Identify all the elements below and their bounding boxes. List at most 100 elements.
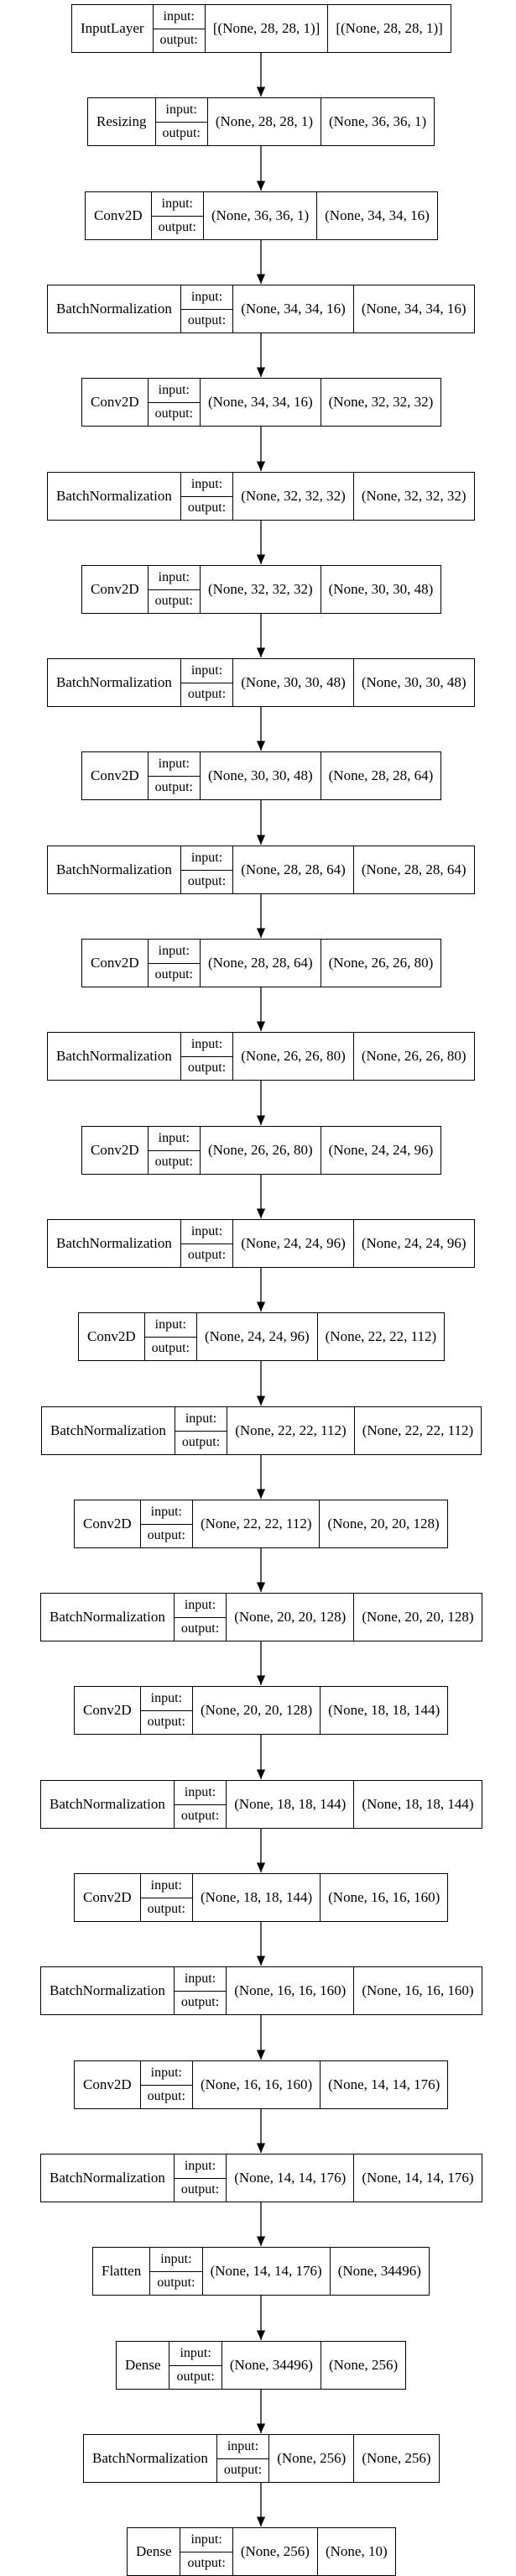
io-labels: input: output: <box>148 379 201 426</box>
io-labels: input:output: <box>180 846 234 893</box>
layer-type: BatchNormalization <box>48 473 181 520</box>
layer-type: Conv2D <box>75 2061 141 2108</box>
output-label: output: <box>181 1435 221 1450</box>
layer-type: BatchNormalization <box>41 1594 175 1641</box>
input-label: input: <box>216 2435 269 2459</box>
input-label: input: <box>174 2155 227 2179</box>
layer-type: Flatten <box>93 2248 151 2295</box>
input-label: input: <box>180 1033 233 1057</box>
output-shape: (None, 18, 18, 144) <box>362 1796 474 1812</box>
input-shape: (None, 28, 28, 64) <box>233 846 354 893</box>
io-labels: input:output: <box>180 1220 234 1267</box>
output-shape: (None, 30, 30, 48) <box>361 674 466 690</box>
input-label: input: <box>148 1127 200 1151</box>
input-label: input: <box>148 566 200 590</box>
input-label: input: <box>174 1594 227 1618</box>
input-shape: (None, 20, 20, 128) <box>193 1687 321 1734</box>
input-shape: (None, 30, 30, 48) <box>201 752 321 799</box>
input-label: input: <box>140 1874 192 1898</box>
input-shape: (None, 18, 18, 144) <box>193 1874 321 1921</box>
input-label: input: <box>148 379 200 403</box>
input-shape: (None, 16, 16, 160) <box>193 2061 321 2108</box>
input-label: input: <box>151 192 203 217</box>
output-shape: (None, 34496) <box>337 2263 421 2279</box>
input-shape: (None, 26, 26, 80) <box>201 1127 321 1174</box>
output-label: output: <box>162 126 201 141</box>
io-labels: input: output: <box>140 1874 193 1921</box>
output-label: output: <box>187 500 227 516</box>
output-label: output: <box>154 406 193 421</box>
input-shape: (None, 34, 34, 16) <box>201 379 321 426</box>
output-label: output: <box>187 2556 226 2571</box>
layer-type: Dense <box>128 2528 181 2575</box>
output-shape: (None, 22, 22, 112) <box>362 1422 474 1438</box>
layer-type: Conv2D <box>75 1874 141 1921</box>
output-shape: (None, 256) <box>362 2450 431 2466</box>
io-labels: input:output: <box>140 2061 193 2108</box>
output-shape: (None, 24, 24, 96) <box>328 1142 434 1158</box>
output-shape: [(None, 28, 28, 1)] <box>336 20 443 36</box>
output-label: output: <box>147 1528 185 1543</box>
input-shape: (None, 32, 32, 32) <box>233 473 354 520</box>
output-label: output: <box>154 967 193 982</box>
io-labels: input:output: <box>169 2342 222 2389</box>
output-shape: (None, 20, 20, 128) <box>362 1609 474 1625</box>
input-shape: (None, 24, 24, 96) <box>233 1220 354 1267</box>
layer-type: Conv2D <box>82 940 149 987</box>
output-shape: (None, 16, 16, 160) <box>362 1982 474 1998</box>
output-label: output: <box>187 313 227 328</box>
layer-type: BatchNormalization <box>48 1033 181 1080</box>
output-label: output: <box>180 1809 220 1824</box>
input-label: input: <box>150 2248 202 2272</box>
input-label: input: <box>169 2342 222 2366</box>
output-shape: (None, 34, 34, 16) <box>325 207 430 223</box>
output-shape: (None, 14, 14, 176) <box>362 2170 474 2186</box>
layer-type: BatchNormalization <box>84 2435 217 2482</box>
input-shape: (None, 28, 28, 64) <box>201 940 321 987</box>
io-labels: input:output: <box>151 192 204 239</box>
io-labels: input:output: <box>180 659 234 706</box>
layer-type: Dense <box>117 2342 170 2389</box>
input-label: input: <box>148 752 200 777</box>
input-shape: (None, 26, 26, 80) <box>233 1033 354 1080</box>
io-labels: input:output: <box>180 2528 233 2575</box>
output-label: output: <box>187 1060 227 1076</box>
input-label: input: <box>140 1687 192 1711</box>
output-shape: (None, 20, 20, 128) <box>327 1516 440 1531</box>
layer-type: BatchNormalization <box>41 2155 175 2202</box>
output-label: output: <box>147 1902 185 1917</box>
output-label: output: <box>154 1154 193 1170</box>
io-labels: input:output: <box>174 1967 227 2014</box>
layer-type: Conv2D <box>82 1127 149 1174</box>
layer-type: Conv2D <box>79 1313 145 1360</box>
io-labels: input:output: <box>140 1687 193 1734</box>
layer-type: Conv2D <box>75 1500 141 1547</box>
input-shape: (None, 36, 36, 1) <box>204 192 318 239</box>
output-label: output: <box>151 1341 190 1356</box>
output-shape: (None, 14, 14, 176) <box>328 2076 440 2092</box>
io-labels: input:output: <box>180 285 234 332</box>
output-shape: (None, 24, 24, 96) <box>361 1235 466 1251</box>
output-shape: (None, 32, 32, 32) <box>361 488 466 504</box>
output-shape: (None, 256) <box>328 2357 399 2373</box>
layer-type: Conv2D <box>82 566 149 613</box>
input-shape: (None, 16, 16, 160) <box>227 1967 355 2014</box>
io-labels: input:output: <box>174 1594 227 1641</box>
